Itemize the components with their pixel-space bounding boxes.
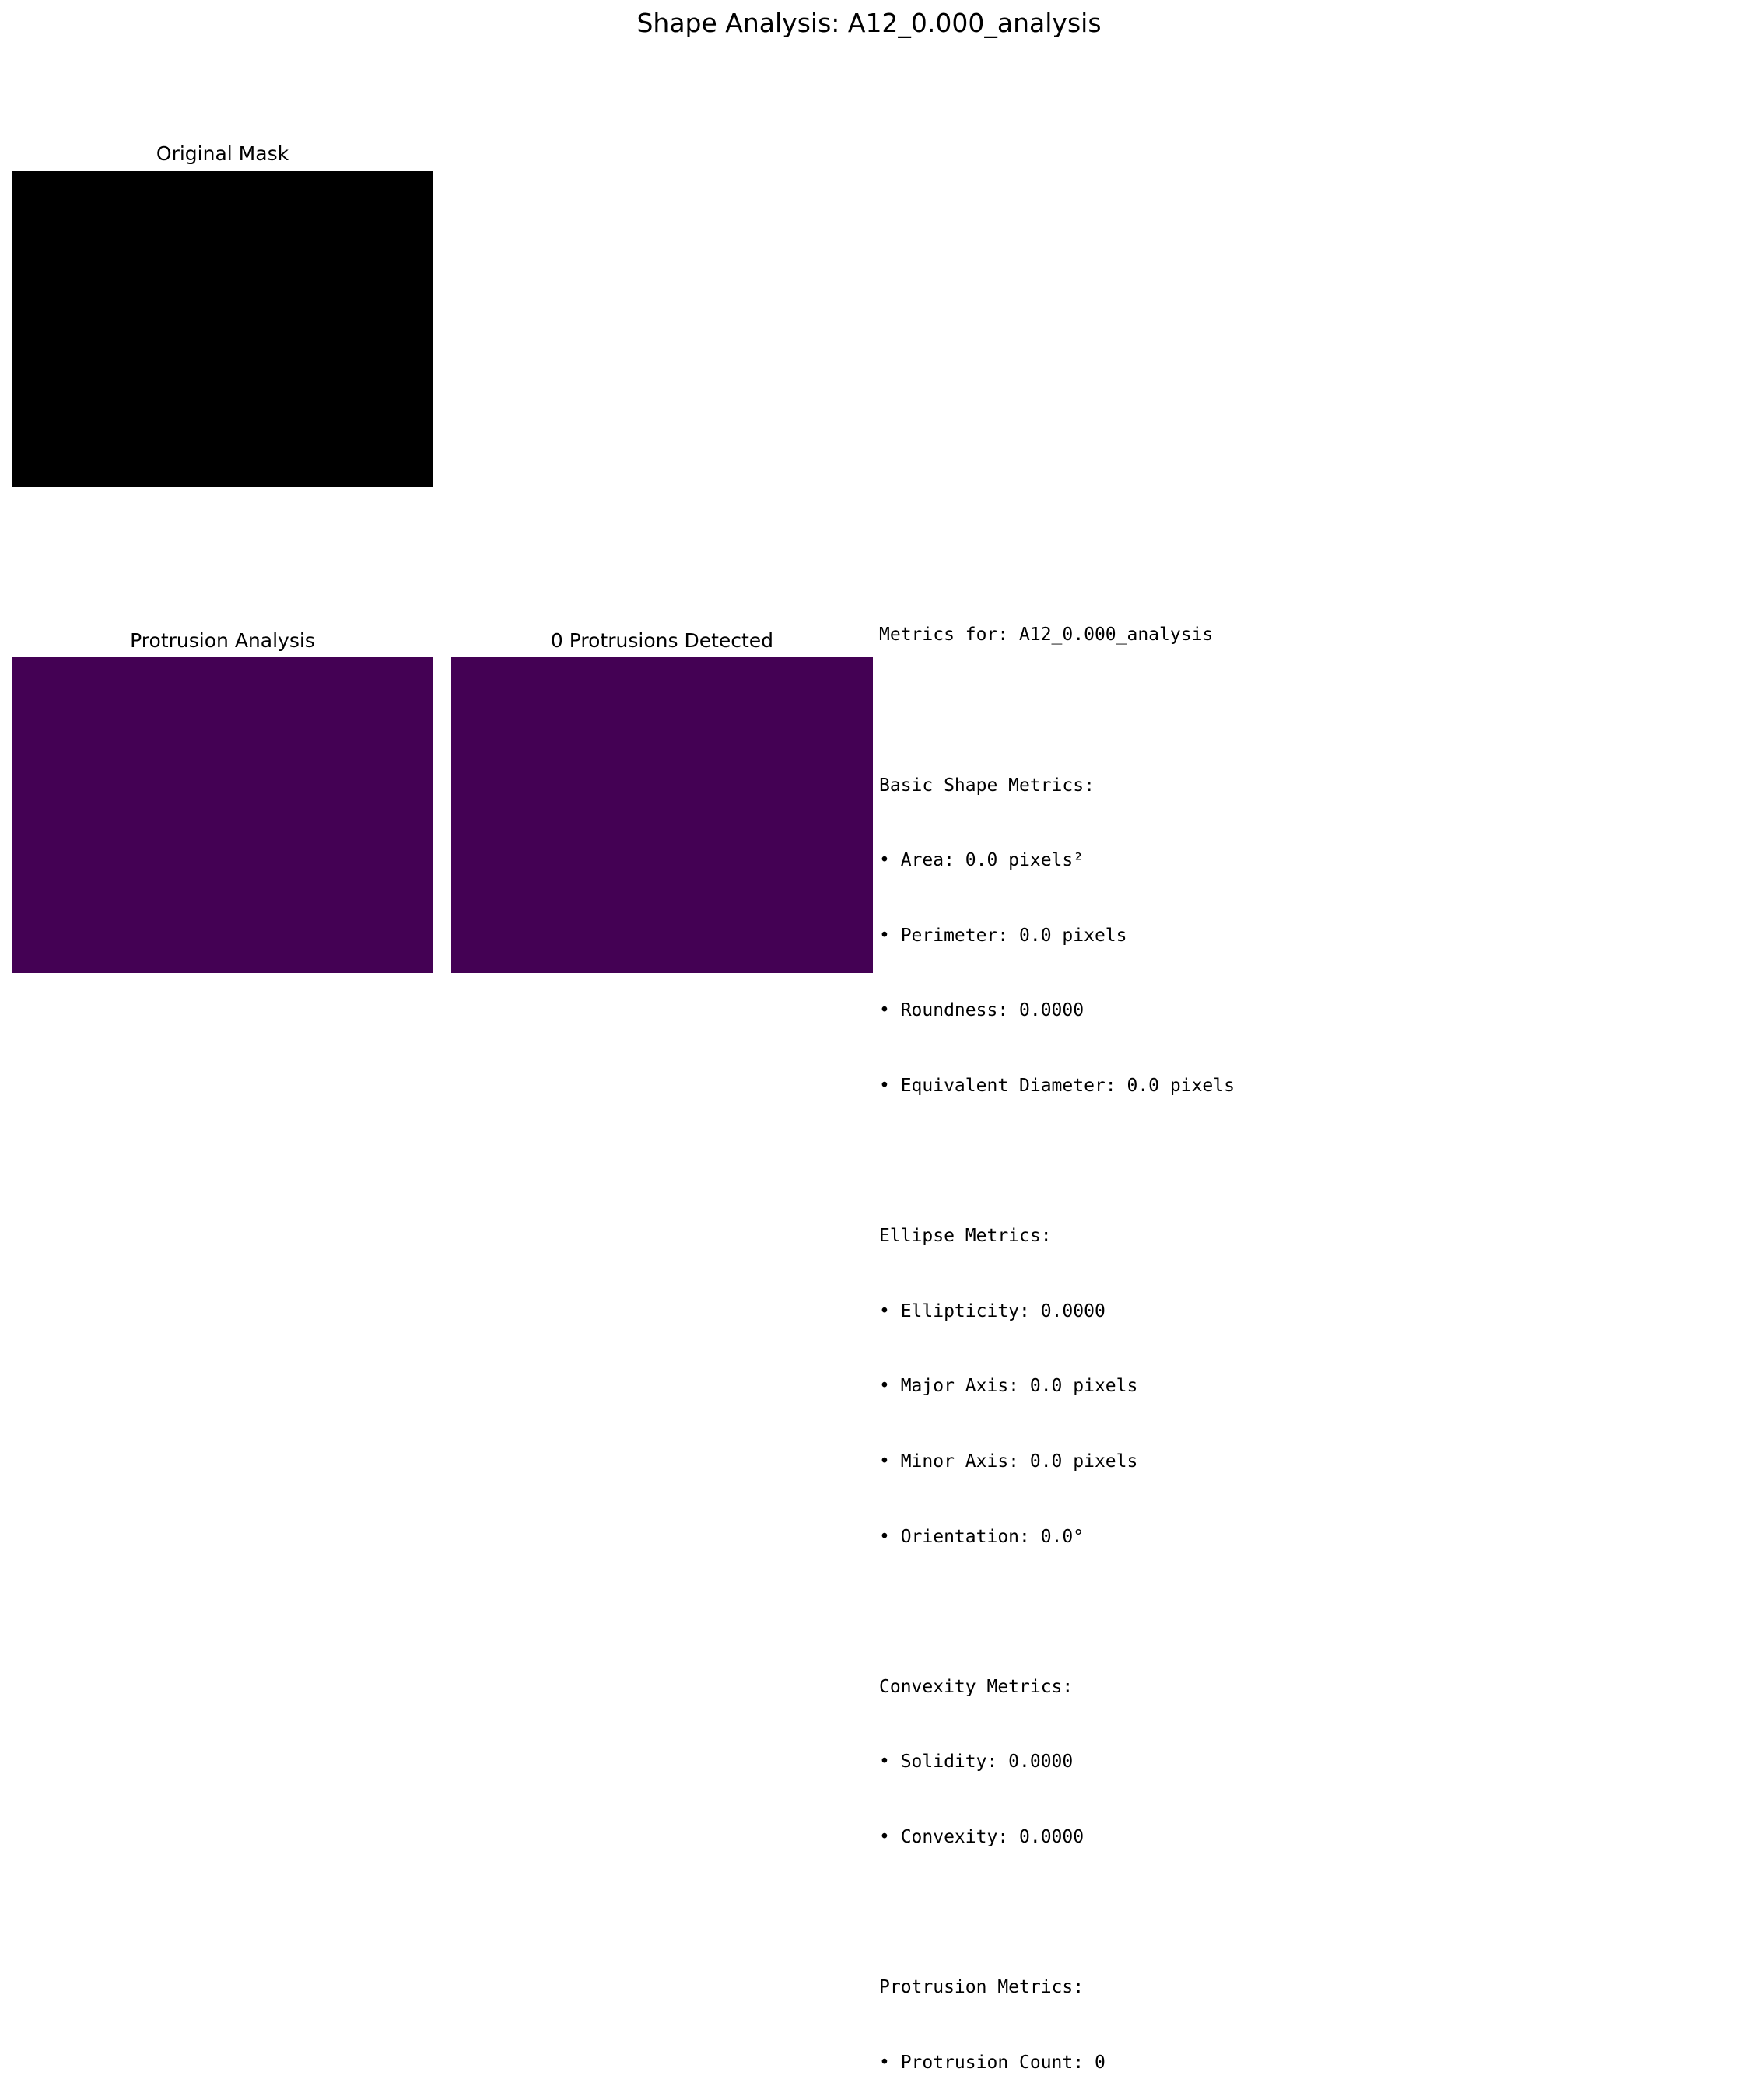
blank-line: [879, 1599, 1235, 1624]
metrics-text: Metrics for: A12_0.000_analysis Basic Sh…: [879, 572, 1235, 2100]
metrics-header: Metrics for: A12_0.000_analysis: [879, 625, 1214, 646]
metric-major-axis: • Major Axis: 0.0 pixels: [879, 1376, 1138, 1397]
metric-solidity: • Solidity: 0.0000: [879, 1752, 1074, 1773]
blank-line: [879, 1900, 1235, 1925]
metric-convexity: • Convexity: 0.0000: [879, 1826, 1084, 1847]
protrusions-detected-image: [451, 657, 873, 973]
original-mask-title: Original Mask: [156, 142, 289, 165]
metric-roundness: • Roundness: 0.0000: [879, 1000, 1084, 1021]
blank-line: [879, 698, 1235, 723]
metric-area: • Area: 0.0 pixels²: [879, 850, 1084, 871]
metric-equivalent-diameter: • Equivalent Diameter: 0.0 pixels: [879, 1075, 1235, 1096]
convexity-metrics-heading: Convexity Metrics:: [879, 1676, 1074, 1697]
metric-orientation: • Orientation: 0.0°: [879, 1526, 1084, 1547]
ellipse-metrics-heading: Ellipse Metrics:: [879, 1226, 1052, 1247]
metric-protrusion-count: • Protrusion Count: 0: [879, 2052, 1106, 2073]
protrusion-analysis-image: [12, 657, 433, 973]
original-mask-image: [12, 171, 433, 487]
basic-metrics-heading: Basic Shape Metrics:: [879, 775, 1095, 796]
protrusion-analysis-title: Protrusion Analysis: [130, 629, 315, 652]
metric-perimeter: • Perimeter: 0.0 pixels: [879, 925, 1127, 946]
metric-minor-axis: • Minor Axis: 0.0 pixels: [879, 1451, 1138, 1472]
blank-line: [879, 1149, 1235, 1174]
figure-title: Shape Analysis: A12_0.000_analysis: [636, 8, 1102, 38]
protrusions-detected-title: 0 Protrusions Detected: [550, 629, 774, 652]
protrusion-metrics-heading: Protrusion Metrics:: [879, 1977, 1084, 1998]
metric-ellipticity: • Ellipticity: 0.0000: [879, 1300, 1106, 1321]
